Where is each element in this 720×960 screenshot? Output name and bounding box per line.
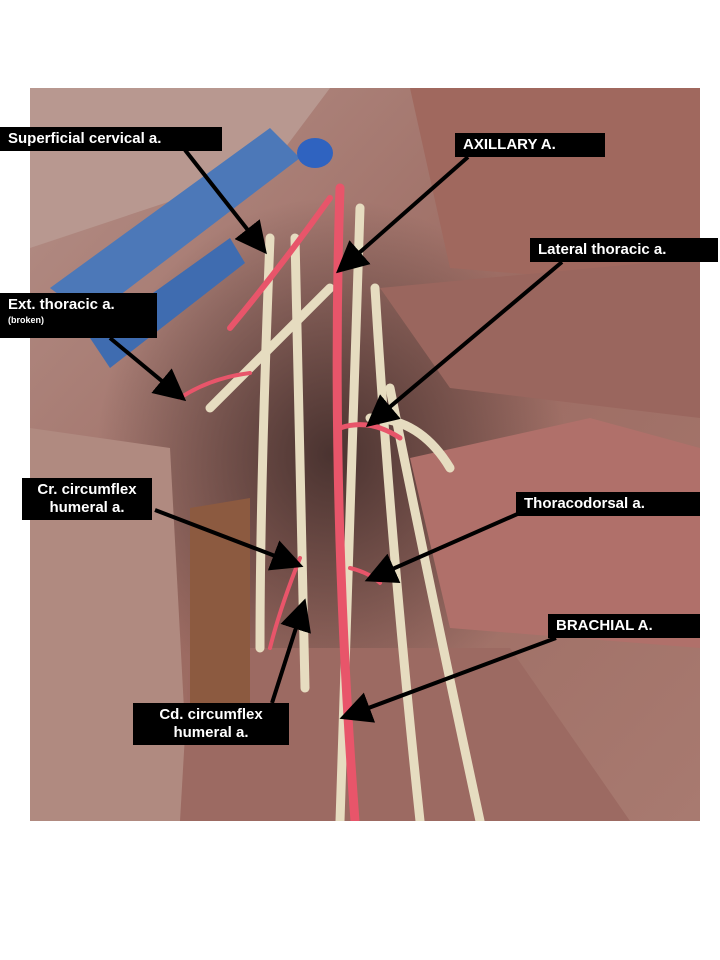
label-cd-circumflex-line1: Cd. circumflex xyxy=(159,706,263,723)
label-lateral-thoracic: Lateral thoracic a. xyxy=(530,238,718,262)
label-thoracodorsal: Thoracodorsal a. xyxy=(516,492,700,516)
label-cr-circumflex-line2: humeral a. xyxy=(49,499,125,516)
label-cd-circumflex-line2: humeral a. xyxy=(173,724,249,741)
label-cd-circumflex: Cd. circumflex humeral a. xyxy=(133,703,289,745)
label-ext-thoracic: Ext. thoracic a. (broken) xyxy=(0,293,157,338)
label-brachial: BRACHIAL A. xyxy=(548,614,700,638)
muscle-right xyxy=(410,418,700,648)
label-axillary: AXILLARY A. xyxy=(455,133,605,157)
label-cr-circumflex: Cr. circumflex humeral a. xyxy=(22,478,152,520)
label-ext-thoracic-note: (broken) xyxy=(8,315,44,325)
label-ext-thoracic-text: Ext. thoracic a. xyxy=(8,296,115,313)
dissection-photo xyxy=(30,88,700,821)
label-superficial-cervical: Superficial cervical a. xyxy=(0,127,222,151)
label-cr-circumflex-line1: Cr. circumflex xyxy=(37,481,137,498)
